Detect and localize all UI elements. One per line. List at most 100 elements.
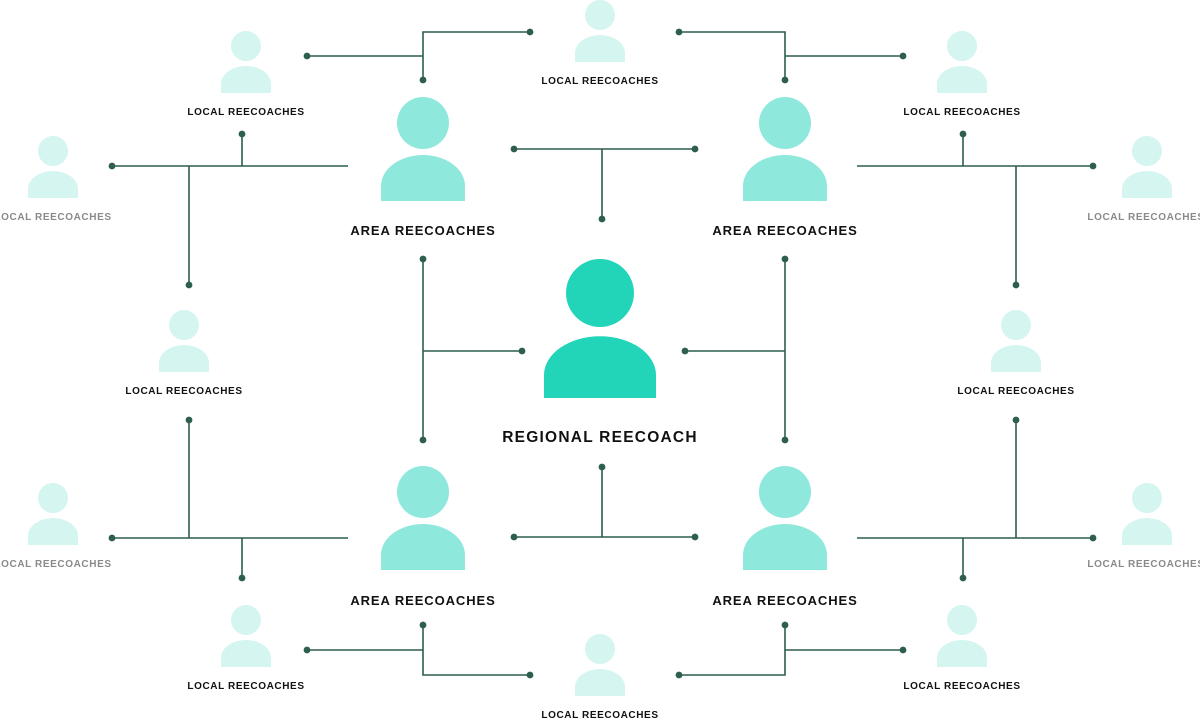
connector-dot [1089, 162, 1097, 170]
connector-area-br-right [857, 420, 1093, 578]
connector-dot [691, 145, 699, 153]
connector-area-br-bottom [679, 625, 903, 676]
connector-dot [959, 130, 967, 138]
connector-area-bottom-pair [514, 467, 695, 538]
local-label: LOCAL REECOACHES [0, 559, 112, 570]
area-label: AREA REECOACHES [712, 223, 857, 238]
connector-dot [518, 347, 526, 355]
connector-dot [675, 671, 683, 679]
person-icon [1122, 136, 1172, 198]
connector-dot [1012, 416, 1020, 424]
connector-dot [691, 533, 699, 541]
connector-dot [108, 534, 116, 542]
connector-dot [419, 621, 427, 629]
connector-dot [303, 646, 311, 654]
connector-dot [419, 255, 427, 263]
person-icon [159, 310, 209, 372]
connector-dot [781, 436, 789, 444]
local-label: LOCAL REECOACHES [187, 107, 304, 118]
local-node: LOCAL REECOACHES [541, 0, 658, 87]
connector-dot [238, 574, 246, 582]
area-node-top-left: AREA REECOACHES [350, 97, 495, 238]
area-label: AREA REECOACHES [712, 593, 857, 608]
connector-dot [238, 130, 246, 138]
connector-area-tr-top [679, 31, 903, 80]
local-label: LOCAL REECOACHES [187, 681, 304, 692]
connector-dot [781, 255, 789, 263]
local-node: LOCAL REECOACHES [0, 136, 112, 223]
area-label: AREA REECOACHES [350, 593, 495, 608]
connector-dot [526, 28, 534, 36]
local-label: LOCAL REECOACHES [903, 107, 1020, 118]
connector-dot [419, 436, 427, 444]
connector-dot [510, 145, 518, 153]
person-icon [743, 466, 827, 570]
local-node: LOCAL REECOACHES [1087, 483, 1200, 570]
regional-label: REGIONAL REECOACH [502, 429, 698, 446]
local-label: LOCAL REECOACHES [541, 76, 658, 87]
connector-dot [899, 646, 907, 654]
local-node: LOCAL REECOACHES [125, 310, 242, 397]
local-label: LOCAL REECOACHES [1087, 212, 1200, 223]
connector-dot [185, 281, 193, 289]
local-label: LOCAL REECOACHES [957, 386, 1074, 397]
person-icon [381, 97, 465, 201]
local-node: LOCAL REECOACHES [903, 31, 1020, 118]
connector-dot [526, 671, 534, 679]
connector-dot [598, 215, 606, 223]
connector-dot [598, 463, 606, 471]
local-label: LOCAL REECOACHES [1087, 559, 1200, 570]
local-label: LOCAL REECOACHES [903, 681, 1020, 692]
connector-dot [681, 347, 689, 355]
connector-dot [781, 621, 789, 629]
local-label: LOCAL REECOACHES [125, 386, 242, 397]
connector-regional-area-tl [422, 259, 522, 440]
connector-area-bl-bottom [307, 625, 530, 676]
area-label: AREA REECOACHES [350, 223, 495, 238]
person-icon [28, 483, 78, 545]
connector-dot [899, 52, 907, 60]
area-node-bottom-right: AREA REECOACHES [712, 466, 857, 608]
local-node: LOCAL REECOACHES [541, 634, 658, 721]
connector-area-top-pair [514, 148, 695, 219]
connector-dot [510, 533, 518, 541]
person-icon [575, 0, 625, 62]
person-icon [544, 259, 656, 398]
local-node: LOCAL REECOACHES [1087, 136, 1200, 223]
person-icon [1122, 483, 1172, 545]
connector-dot [1012, 281, 1020, 289]
person-icon [937, 605, 987, 667]
area-node-top-right: AREA REECOACHES [712, 97, 857, 238]
connector-lines [112, 31, 1093, 676]
connector-dot [781, 76, 789, 84]
connector-dot [303, 52, 311, 60]
connector-dots [108, 28, 1097, 679]
connector-area-bl-left [112, 420, 348, 578]
person-icon [28, 136, 78, 198]
local-label: LOCAL REECOACHES [0, 212, 112, 223]
local-node: LOCAL REECOACHES [957, 310, 1074, 397]
connector-regional-area-tr [685, 259, 786, 440]
connector-area-tr-right [857, 134, 1093, 285]
connector-dot [419, 76, 427, 84]
connector-dot [108, 162, 116, 170]
local-node: LOCAL REECOACHES [187, 31, 304, 118]
regional-node: REGIONAL REECOACH [502, 259, 698, 446]
connector-area-tl-left [112, 134, 348, 285]
area-node-bottom-left: AREA REECOACHES [350, 466, 495, 608]
connector-dot [959, 574, 967, 582]
person-icon [743, 97, 827, 201]
person-icon [221, 31, 271, 93]
connector-area-tl-top [307, 31, 530, 80]
local-label: LOCAL REECOACHES [541, 710, 658, 721]
connector-dot [675, 28, 683, 36]
local-node: LOCAL REECOACHES [0, 483, 112, 570]
connector-dot [185, 416, 193, 424]
person-icon [991, 310, 1041, 372]
local-node: LOCAL REECOACHES [903, 605, 1020, 692]
local-node: LOCAL REECOACHES [187, 605, 304, 692]
person-icon [221, 605, 271, 667]
person-icon [381, 466, 465, 570]
